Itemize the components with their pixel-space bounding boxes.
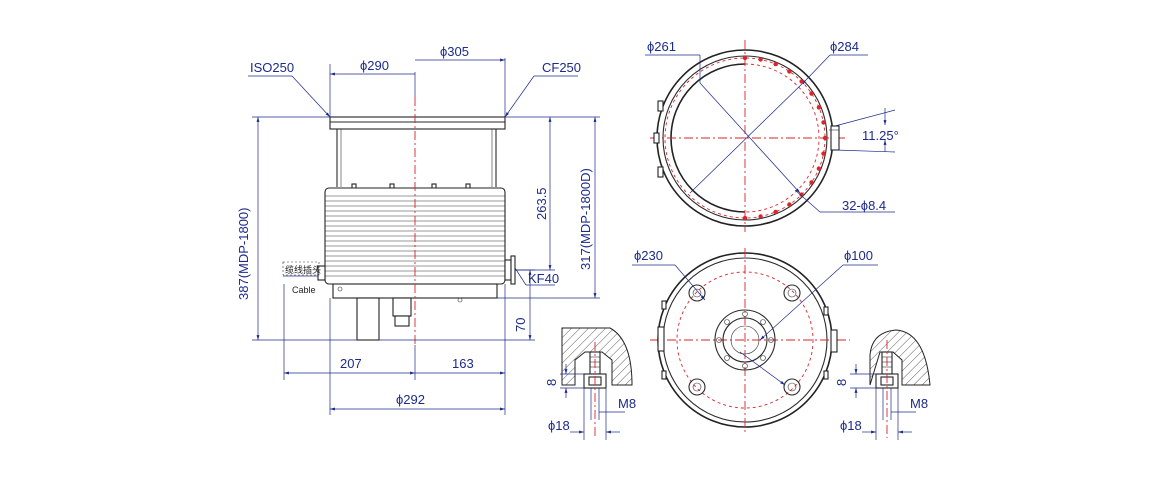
label-phi284: ϕ284: [830, 39, 859, 54]
label-phi18-left: ϕ18: [548, 418, 570, 433]
top-view-labels: ϕ261 ϕ284 11.25° 32-ϕ8.4: [647, 39, 899, 213]
side-view: [317, 97, 516, 345]
label-h317: 317(MDP-1800D): [578, 168, 593, 270]
bolt-hole: [742, 215, 748, 221]
detail-left-labels: ϕ18 M8 8: [544, 379, 636, 433]
bolt-hole: [799, 192, 804, 197]
label-w163: 163: [452, 356, 474, 371]
mount-holes: [688, 284, 801, 396]
label-phi292: ϕ292: [396, 392, 425, 407]
label-h263: 263.5: [534, 187, 549, 220]
label-h8-right: 8: [834, 379, 849, 386]
bolt-hole: [773, 61, 778, 67]
label-cable-en: Cable: [292, 285, 316, 295]
cable-plug: [317, 265, 326, 281]
bolt-hole: [809, 91, 814, 96]
label-iso250: ISO250: [250, 60, 294, 75]
bottom-view: [632, 248, 878, 432]
top-view: [645, 40, 896, 232]
label-phi305: ϕ305: [440, 44, 469, 59]
top-flange: [329, 116, 506, 130]
label-holes: 32-ϕ8.4: [842, 198, 886, 213]
bolt-hole: [816, 166, 822, 171]
label-phi290: ϕ290: [360, 58, 389, 73]
bolt-hole: [773, 209, 778, 215]
bolt-hole: [799, 79, 804, 84]
label-phi230: ϕ230: [634, 248, 663, 263]
bolt-hole: [758, 57, 763, 62]
motor-housing: [356, 297, 380, 341]
label-cf250: CF250: [542, 60, 581, 75]
label-m8-right: M8: [910, 396, 928, 411]
kf40-port: [504, 259, 512, 281]
detail-right: [850, 329, 931, 440]
label-cable-cn: 缆线插头: [285, 264, 321, 275]
label-h387: 387(MDP-1800): [236, 208, 251, 301]
label-phi100: ϕ100: [844, 248, 873, 263]
bolt-hole: [821, 120, 826, 125]
label-w207: 207: [340, 356, 362, 371]
bolt-hole: [816, 105, 822, 110]
detail-left: [560, 327, 633, 440]
flange-bolt-holes: [742, 55, 828, 221]
label-phi261: ϕ261: [647, 39, 676, 54]
label-angle: 11.25°: [862, 128, 899, 143]
detail-right-labels: ϕ18 M8 8: [834, 379, 928, 433]
label-h8-left: 8: [544, 379, 559, 386]
bottom-view-labels: ϕ230 ϕ100: [634, 248, 873, 263]
side-labels: ISO250 ϕ290 ϕ305 CF250 387(MDP-1800) 263…: [236, 44, 593, 407]
label-phi18-right: ϕ18: [840, 418, 862, 433]
label-m8-left: M8: [618, 396, 636, 411]
side-dimensions: [248, 58, 600, 415]
bolt-hole: [742, 55, 748, 61]
bolt-hole: [758, 214, 763, 219]
bolt-hole: [821, 151, 826, 156]
label-kf40: KF40: [528, 271, 559, 286]
bolt-hole: [822, 135, 828, 141]
label-h70: 70: [513, 318, 528, 332]
bolt-hole: [787, 69, 792, 74]
bolt-hole: [787, 202, 792, 207]
bolt-hole: [809, 180, 814, 185]
